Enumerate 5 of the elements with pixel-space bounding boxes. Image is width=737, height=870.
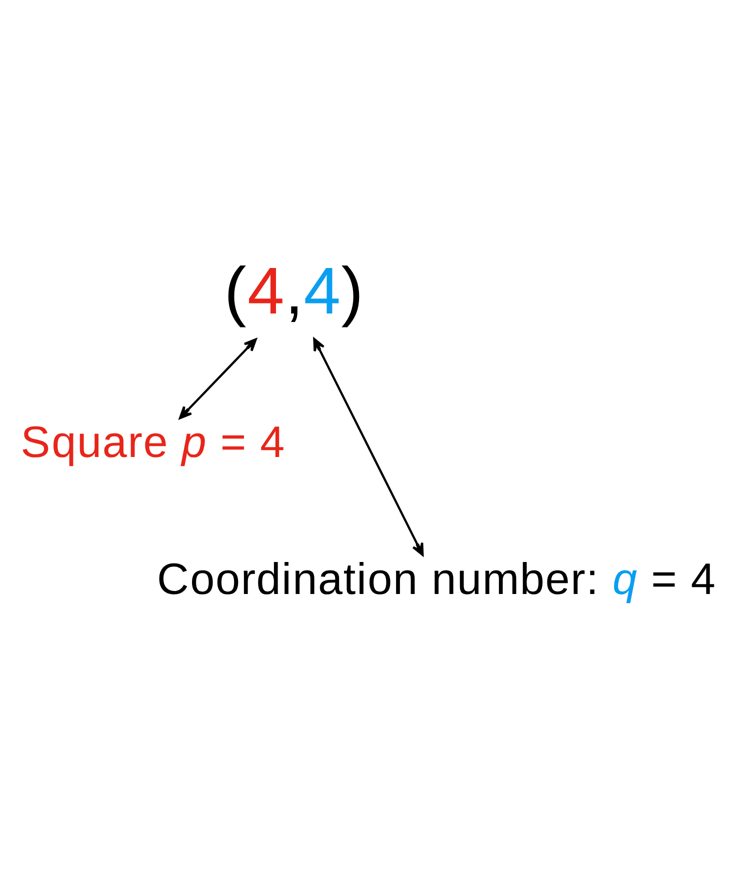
node-text: Square p = 4 bbox=[20, 418, 285, 468]
arrow bbox=[313, 338, 424, 556]
node-text: (4,4) bbox=[224, 254, 364, 329]
node-text: Coordination number: q = 4 bbox=[156, 554, 716, 604]
arrow bbox=[178, 338, 257, 420]
